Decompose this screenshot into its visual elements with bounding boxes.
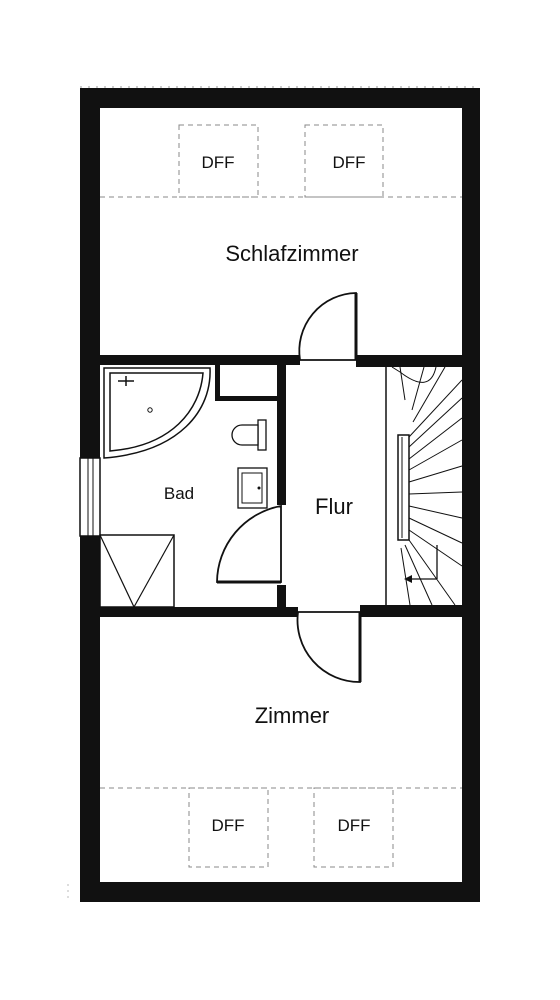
corner-bathtub: [103, 367, 211, 459]
room-label-flur: Flur: [315, 494, 353, 519]
skylight-bottom-left: [188, 787, 269, 868]
skylight-label-bottom-right: DFF: [337, 816, 370, 835]
door-zimmer: [296, 611, 361, 683]
door-bad: [216, 504, 282, 583]
skylight-label-bottom-left: DFF: [211, 816, 244, 835]
interior-walls: [100, 355, 462, 617]
shower: [99, 534, 175, 608]
window-bathroom: [79, 457, 101, 537]
skylight-label-top-left: DFF: [201, 153, 234, 172]
toilet: [231, 419, 267, 451]
room-label-zimmer: Zimmer: [255, 703, 330, 728]
skylight-top-right: [304, 124, 384, 198]
room-label-bad: Bad: [164, 484, 194, 503]
skylight-top-left: [178, 124, 259, 198]
outer-walls: [80, 88, 480, 902]
skylight-label-top-right: DFF: [332, 153, 365, 172]
skylight-bottom-right: [313, 787, 394, 868]
room-label-schlafzimmer: Schlafzimmer: [225, 241, 358, 266]
door-schlafzimmer: [298, 292, 357, 361]
wash-basin: [237, 467, 268, 509]
staircase: [385, 366, 463, 606]
